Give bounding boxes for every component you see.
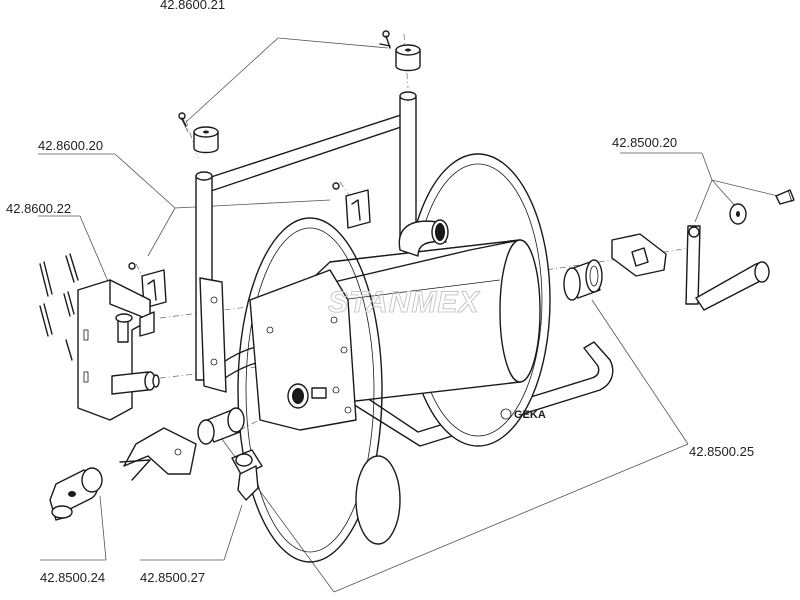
label-42-8600-21: 42.8600.21 (160, 0, 226, 12)
label-42-8500-24: 42.8500.24 (40, 570, 106, 585)
label-42-8500-20: 42.8500.20 (612, 135, 678, 150)
front-hub (287, 383, 327, 409)
label-42-8500-27: 42.8500.27 (140, 570, 206, 585)
watermark-text: STANMEX (328, 286, 480, 319)
label-42-8600-22: 42.8600.22 (6, 201, 72, 216)
label-42-8500-25: 42.8500.25 (689, 444, 755, 459)
part-42-8600-22-bracket (39, 253, 160, 421)
part-42-8600-21-caps (178, 30, 421, 154)
part-42-8500-27-coupling (197, 407, 263, 501)
label-42-8600-20: 42.8600.20 (38, 138, 104, 153)
part-42-8500-24-elbow (49, 427, 197, 521)
drum-inlet-pipe (398, 219, 449, 257)
brand-text: GEKA (514, 409, 546, 421)
part-42-8500-25-bearing (563, 259, 603, 301)
drum-cylinder (299, 239, 541, 405)
brand-badge: GEKA (500, 408, 546, 421)
left-side-plate (199, 277, 227, 393)
part-42-8500-20-crank (611, 189, 795, 311)
drum-front-flange (237, 217, 401, 563)
